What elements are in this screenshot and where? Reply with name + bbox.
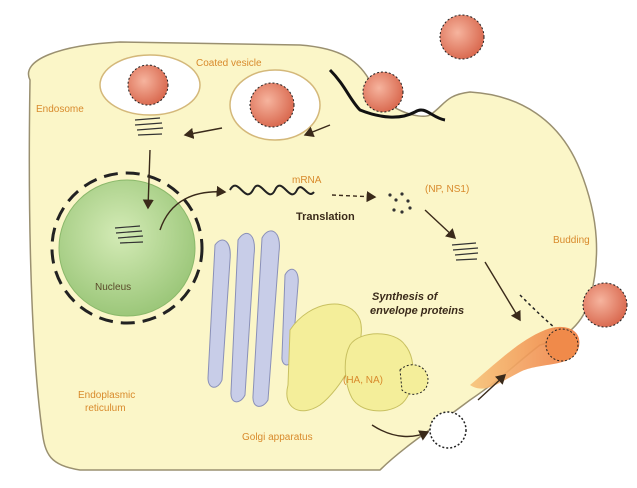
label-er-line2: reticulum xyxy=(85,403,126,414)
endosome-vesicle xyxy=(100,55,200,115)
label-nucleus: Nucleus xyxy=(95,282,131,293)
free-virion-right xyxy=(583,283,627,327)
label-budding: Budding xyxy=(553,235,590,246)
label-golgi: Golgi apparatus xyxy=(242,432,313,443)
label-endosome: Endosome xyxy=(36,104,84,115)
label-mrna: mRNA xyxy=(292,175,322,186)
coated-vesicle xyxy=(230,70,320,140)
free-virion-top xyxy=(440,15,484,59)
entering-virion xyxy=(363,72,403,112)
label-np-ns1: (NP, NS1) xyxy=(425,184,469,195)
label-synthesis-line2: envelope proteins xyxy=(370,305,464,317)
label-er-line1: Endoplasmic xyxy=(78,390,135,401)
label-coated-vesicle: Coated vesicle xyxy=(196,58,262,69)
label-synthesis-line1: Synthesis of xyxy=(372,291,439,303)
label-translation: Translation xyxy=(296,211,355,223)
transport-vesicle xyxy=(430,412,466,448)
label-ha-na: (HA, NA) xyxy=(343,375,383,386)
